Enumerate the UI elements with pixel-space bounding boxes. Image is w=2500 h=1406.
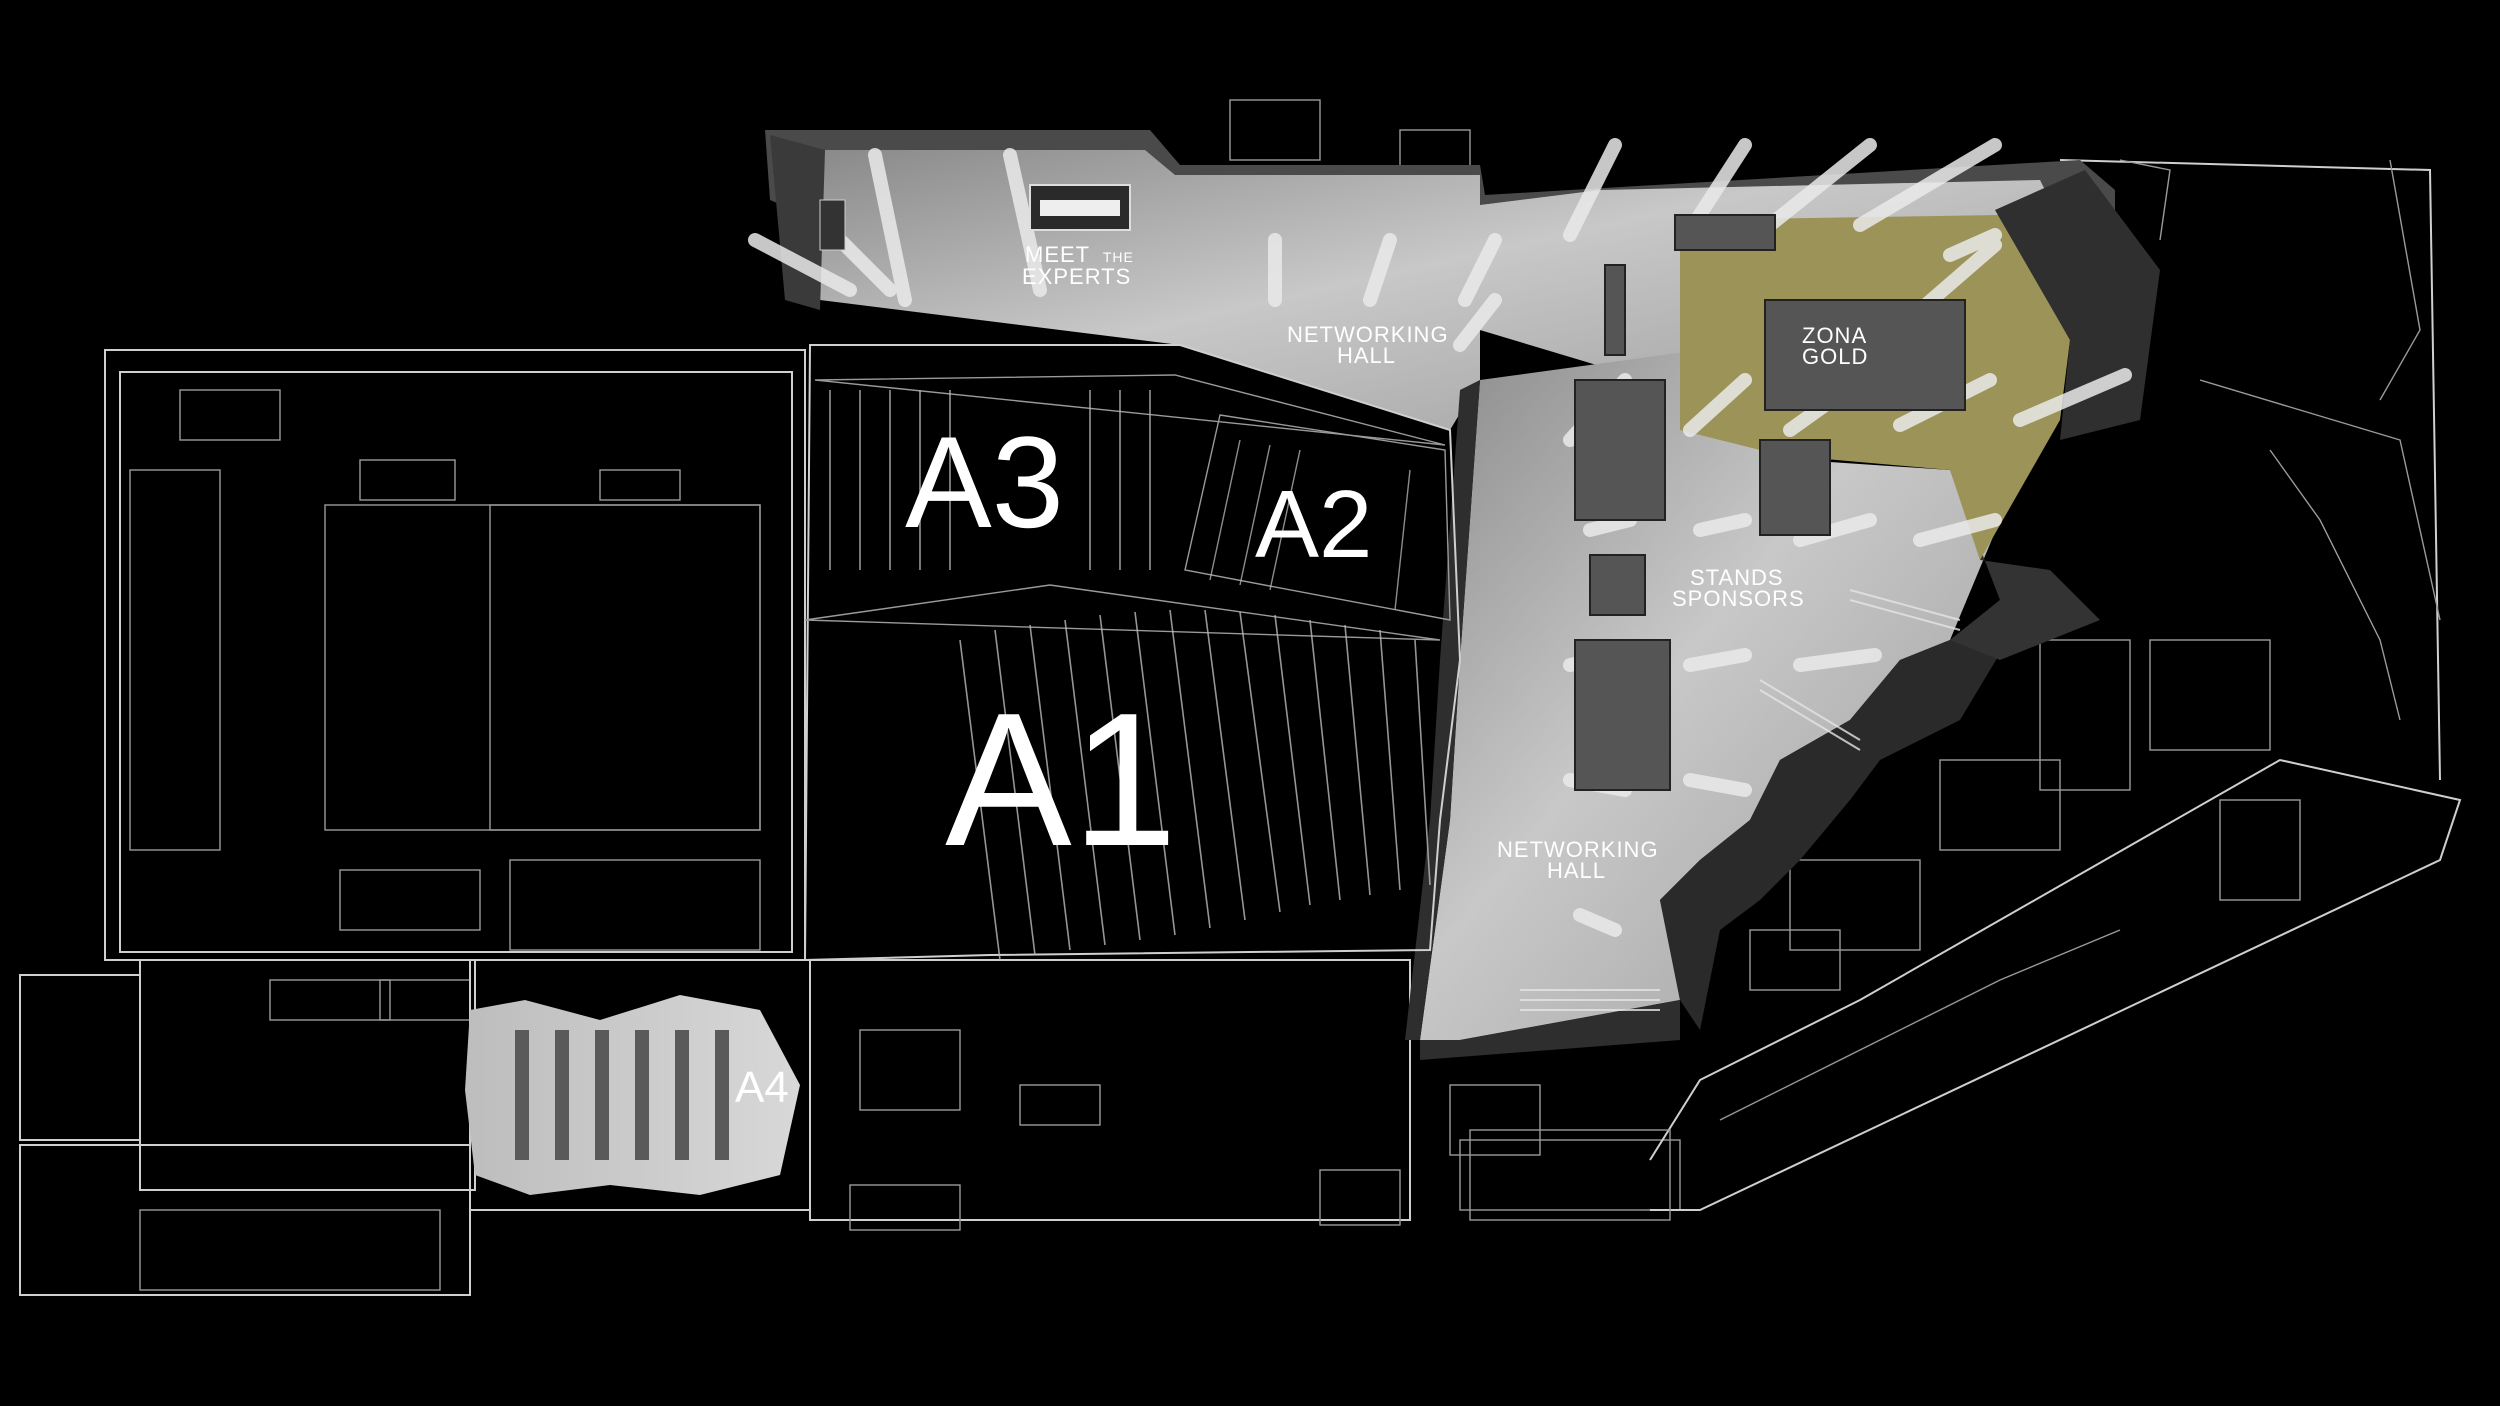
main-hall [748, 130, 2160, 1060]
stands-sponsors-line2: SPONSORS [1672, 586, 1805, 611]
room-a4-area [465, 995, 800, 1195]
networking-hall-bottom-line1: NETWORKING [1497, 837, 1659, 862]
the-word: THE [1103, 249, 1134, 265]
networking-hall-bottom-line2: HALL [1547, 858, 1606, 883]
auditoriums [803, 344, 1462, 962]
experts-label: EXPERTS [1022, 264, 1131, 289]
zona-gold-line1: ZONA [1802, 323, 1867, 348]
room-a2-label: A2 [1255, 471, 1372, 578]
room-a3-label: A3 [905, 409, 1064, 555]
room-a1-label: A1 [945, 674, 1177, 886]
zona-gold-line2: GOLD [1802, 344, 1868, 369]
meet-word: MEET [1025, 242, 1090, 267]
right-wing-outline [1229, 99, 2462, 1221]
stands-sponsors-line1: STANDS [1690, 565, 1784, 590]
networking-hall-top-line1: NETWORKING [1287, 322, 1449, 347]
networking-hall-top-line2: HALL [1337, 343, 1396, 368]
meet-label-line1: MEET THE [1025, 242, 1134, 267]
meet-experts-area [819, 184, 1131, 251]
room-a4-label: A4 [735, 1063, 789, 1112]
